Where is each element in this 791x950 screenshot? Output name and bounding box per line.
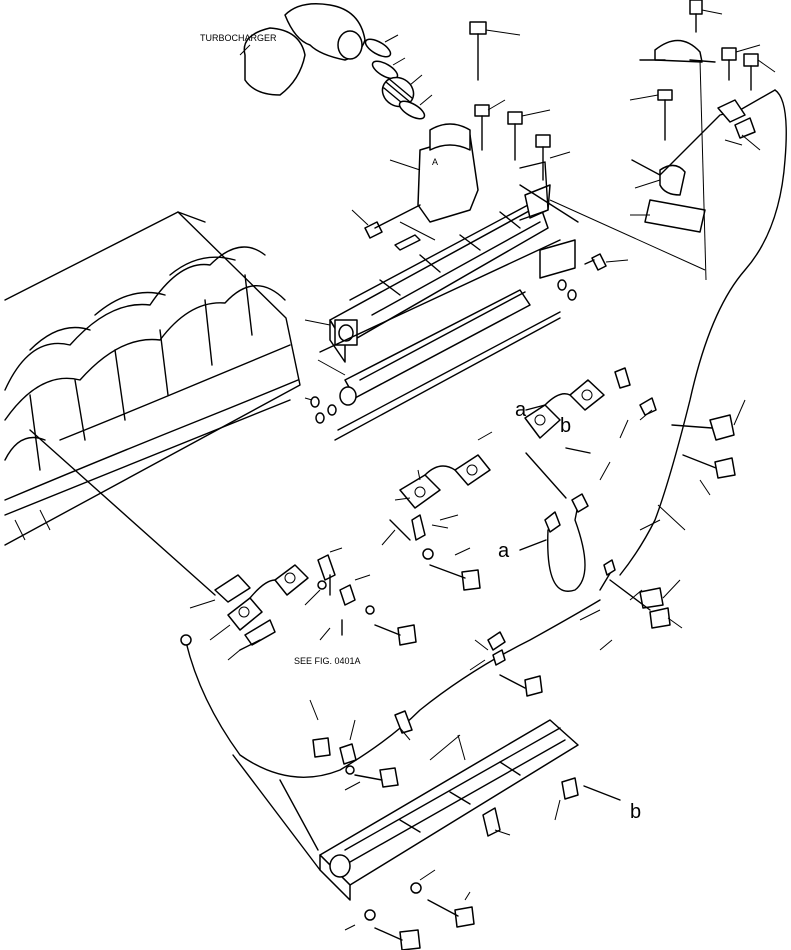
engine-block <box>4 211 301 546</box>
exhaust-elbow: A <box>389 123 479 223</box>
ref-a-top: a <box>515 399 527 421</box>
mid-clamps <box>399 379 605 509</box>
bottom-manifold <box>232 719 579 901</box>
small-rings-left <box>304 396 337 424</box>
left-stud <box>351 204 421 239</box>
cables <box>180 452 613 778</box>
turbocharger-label: TURBOCHARGER <box>200 33 277 43</box>
lower-manifold <box>317 289 561 441</box>
upper-gasket <box>394 161 579 279</box>
turbo-rings <box>364 34 433 120</box>
seefig-bolts: SEE FIG. 0401A <box>294 547 417 666</box>
lower-clamps <box>29 429 309 646</box>
ref-b-bottom: b <box>630 801 641 823</box>
small-rings-right <box>557 279 577 301</box>
cable-clips <box>487 559 683 697</box>
bracket-assembly <box>549 0 787 576</box>
svg-text:A: A <box>432 157 438 167</box>
bolt-right-manifold <box>584 253 629 271</box>
mid-bolts <box>389 367 746 591</box>
turbocharger: TURBOCHARGER <box>200 3 366 96</box>
see-fig-label: SEE FIG. 0401A <box>294 656 361 666</box>
leader-lines <box>227 409 686 791</box>
upper-bolts <box>469 21 571 181</box>
reference-arrows: a b a b <box>498 399 641 823</box>
bottom-parts <box>312 710 579 950</box>
upper-manifold <box>304 184 561 363</box>
ref-a-mid: a <box>498 540 510 562</box>
ref-b-top: b <box>560 415 571 437</box>
